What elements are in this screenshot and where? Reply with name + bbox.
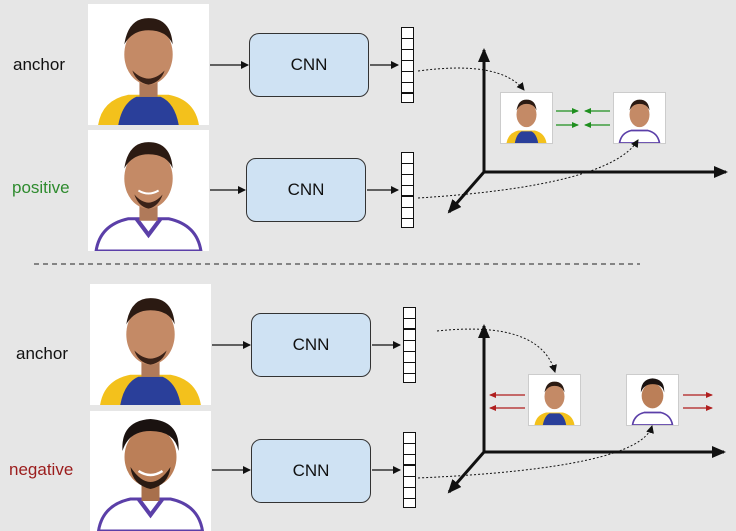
- negative-photo: [90, 411, 211, 531]
- person-photo-icon: [529, 375, 580, 425]
- projection-curve-negative: [417, 425, 654, 479]
- anchor-label-top: anchor: [13, 55, 65, 74]
- anchor-label-bottom: anchor: [16, 344, 68, 363]
- person-photo-icon: [88, 4, 209, 125]
- embedding-thumb-anchor-top: [500, 92, 553, 144]
- projection-curve-anchor-bottom: [436, 328, 557, 373]
- embedding-thumb-negative: [626, 374, 679, 426]
- positive-label: positive: [12, 178, 70, 197]
- embedding-thumb-anchor-bottom: [528, 374, 581, 426]
- person-photo-icon: [90, 284, 211, 405]
- cnn-box-anchor-top: CNN: [249, 33, 369, 97]
- person-photo-icon: [627, 375, 678, 425]
- projection-curve-positive: [417, 139, 639, 199]
- cnn-box-anchor-bottom: CNN: [251, 313, 371, 377]
- person-photo-icon: [90, 411, 211, 531]
- projection-curve-anchor-top: [417, 67, 525, 91]
- embedding-vector-negative: [403, 432, 416, 508]
- negative-label: negative: [9, 460, 74, 479]
- embedding-vector-positive: [401, 152, 414, 228]
- axis-z-top: [447, 171, 486, 214]
- embedding-vector-anchor-bottom: [403, 307, 416, 383]
- embedding-thumb-positive: [613, 92, 666, 144]
- axis-z-bottom: [447, 451, 486, 494]
- anchor-photo-top: [88, 4, 209, 125]
- embedding-vector-anchor-top: [401, 27, 414, 103]
- person-photo-icon: [88, 130, 209, 251]
- cnn-box-negative: CNN: [251, 439, 371, 503]
- cnn-box-positive: CNN: [246, 158, 366, 222]
- person-photo-icon: [614, 93, 665, 143]
- person-photo-icon: [501, 93, 552, 143]
- anchor-photo-bottom: [90, 284, 211, 405]
- positive-photo: [88, 130, 209, 251]
